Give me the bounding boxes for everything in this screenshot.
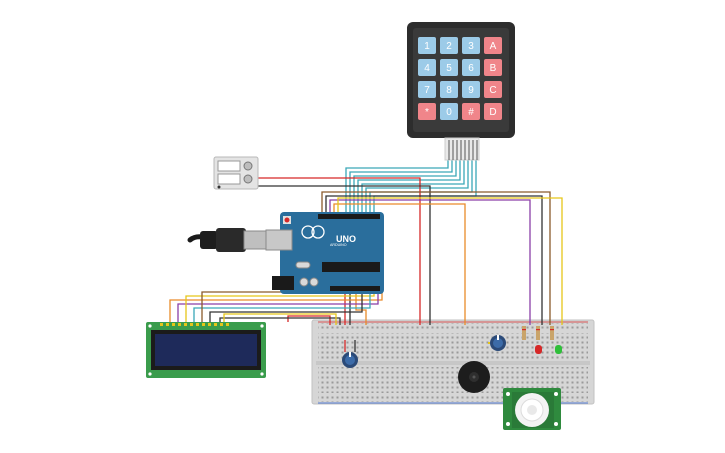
keypad-key-label: 2 [446, 41, 452, 52]
keypad-key-D[interactable]: D [484, 103, 502, 120]
keypad-key-label: 1 [424, 41, 430, 52]
keypad-key-star[interactable]: * [418, 103, 436, 120]
keypad-key-face [484, 81, 502, 98]
dual-switch-module[interactable] [213, 156, 259, 190]
knob-icon[interactable] [488, 335, 506, 351]
arduino-uno-board[interactable]: UNO ARDUINO [265, 212, 384, 294]
keypad-key-A[interactable]: A [484, 37, 502, 54]
led-red[interactable] [535, 345, 542, 354]
lcd-16x2-display[interactable] [146, 322, 266, 378]
keypad-key-label: 8 [446, 85, 452, 96]
keypad-key-face [484, 59, 502, 76]
keypad-key-3[interactable]: 3 [462, 37, 480, 54]
keypad-key-face [484, 103, 502, 120]
knob-icon[interactable] [342, 340, 358, 368]
led-green[interactable] [555, 345, 562, 354]
wires [169, 160, 563, 325]
keypad-key-8[interactable]: 8 [440, 81, 458, 98]
keypad-key-label: D [489, 107, 496, 118]
breadboard[interactable] [311, 319, 595, 405]
keypad-key-hash[interactable]: # [462, 103, 480, 120]
keypad-key-face [440, 37, 458, 54]
keypad-key-face [418, 59, 436, 76]
buzzer-icon[interactable] [458, 361, 490, 393]
keypad-key-label: 0 [446, 107, 452, 118]
keypad-key-label: A [490, 41, 497, 52]
brand-label: ARDUINO [330, 243, 347, 247]
keypad-key-4[interactable]: 4 [418, 59, 436, 76]
keypad-key-label: # [468, 107, 474, 118]
board-label: UNO [336, 234, 356, 244]
keypad-key-7[interactable]: 7 [418, 81, 436, 98]
keypad-key-face [462, 81, 480, 98]
keypad-key-face [418, 37, 436, 54]
keypad-key-face [418, 103, 436, 120]
keypad-key-label: 6 [468, 63, 474, 74]
keypad-key-B[interactable]: B [484, 59, 502, 76]
keypad-key-face [484, 37, 502, 54]
keypad-key-face [418, 81, 436, 98]
keypad-key-label: 4 [424, 63, 430, 74]
keypad-key-label: C [489, 85, 496, 96]
keypad-key-label: B [490, 63, 497, 74]
keypad-key-face [440, 59, 458, 76]
keypad-key-label: 9 [468, 85, 474, 96]
keypad-key-face [462, 59, 480, 76]
keypad-key-1[interactable]: 1 [418, 37, 436, 54]
keypad-key-5[interactable]: 5 [440, 59, 458, 76]
resistors[interactable] [522, 326, 554, 340]
keypad-key-face [462, 37, 480, 54]
keypad-key-6[interactable]: 6 [462, 59, 480, 76]
usb-plug-icon [187, 228, 267, 252]
keypad-key-face [440, 103, 458, 120]
keypad-4x4[interactable]: 1 2 3 A 4 5 6 B 7 8 9 C * 0 # D [407, 22, 515, 161]
keypad-key-9[interactable]: 9 [462, 81, 480, 98]
keypad-key-C[interactable]: C [484, 81, 502, 98]
keypad-key-face [440, 81, 458, 98]
keypad-key-label: 3 [468, 41, 474, 52]
keypad-key-2[interactable]: 2 [440, 37, 458, 54]
pir-sensor-icon[interactable] [503, 388, 561, 430]
keypad-key-label: 7 [424, 85, 430, 96]
keypad-key-label: 5 [446, 63, 452, 74]
keypad-key-face [462, 103, 480, 120]
keypad-key-label: * [425, 107, 429, 118]
keypad-key-0[interactable]: 0 [440, 103, 458, 120]
